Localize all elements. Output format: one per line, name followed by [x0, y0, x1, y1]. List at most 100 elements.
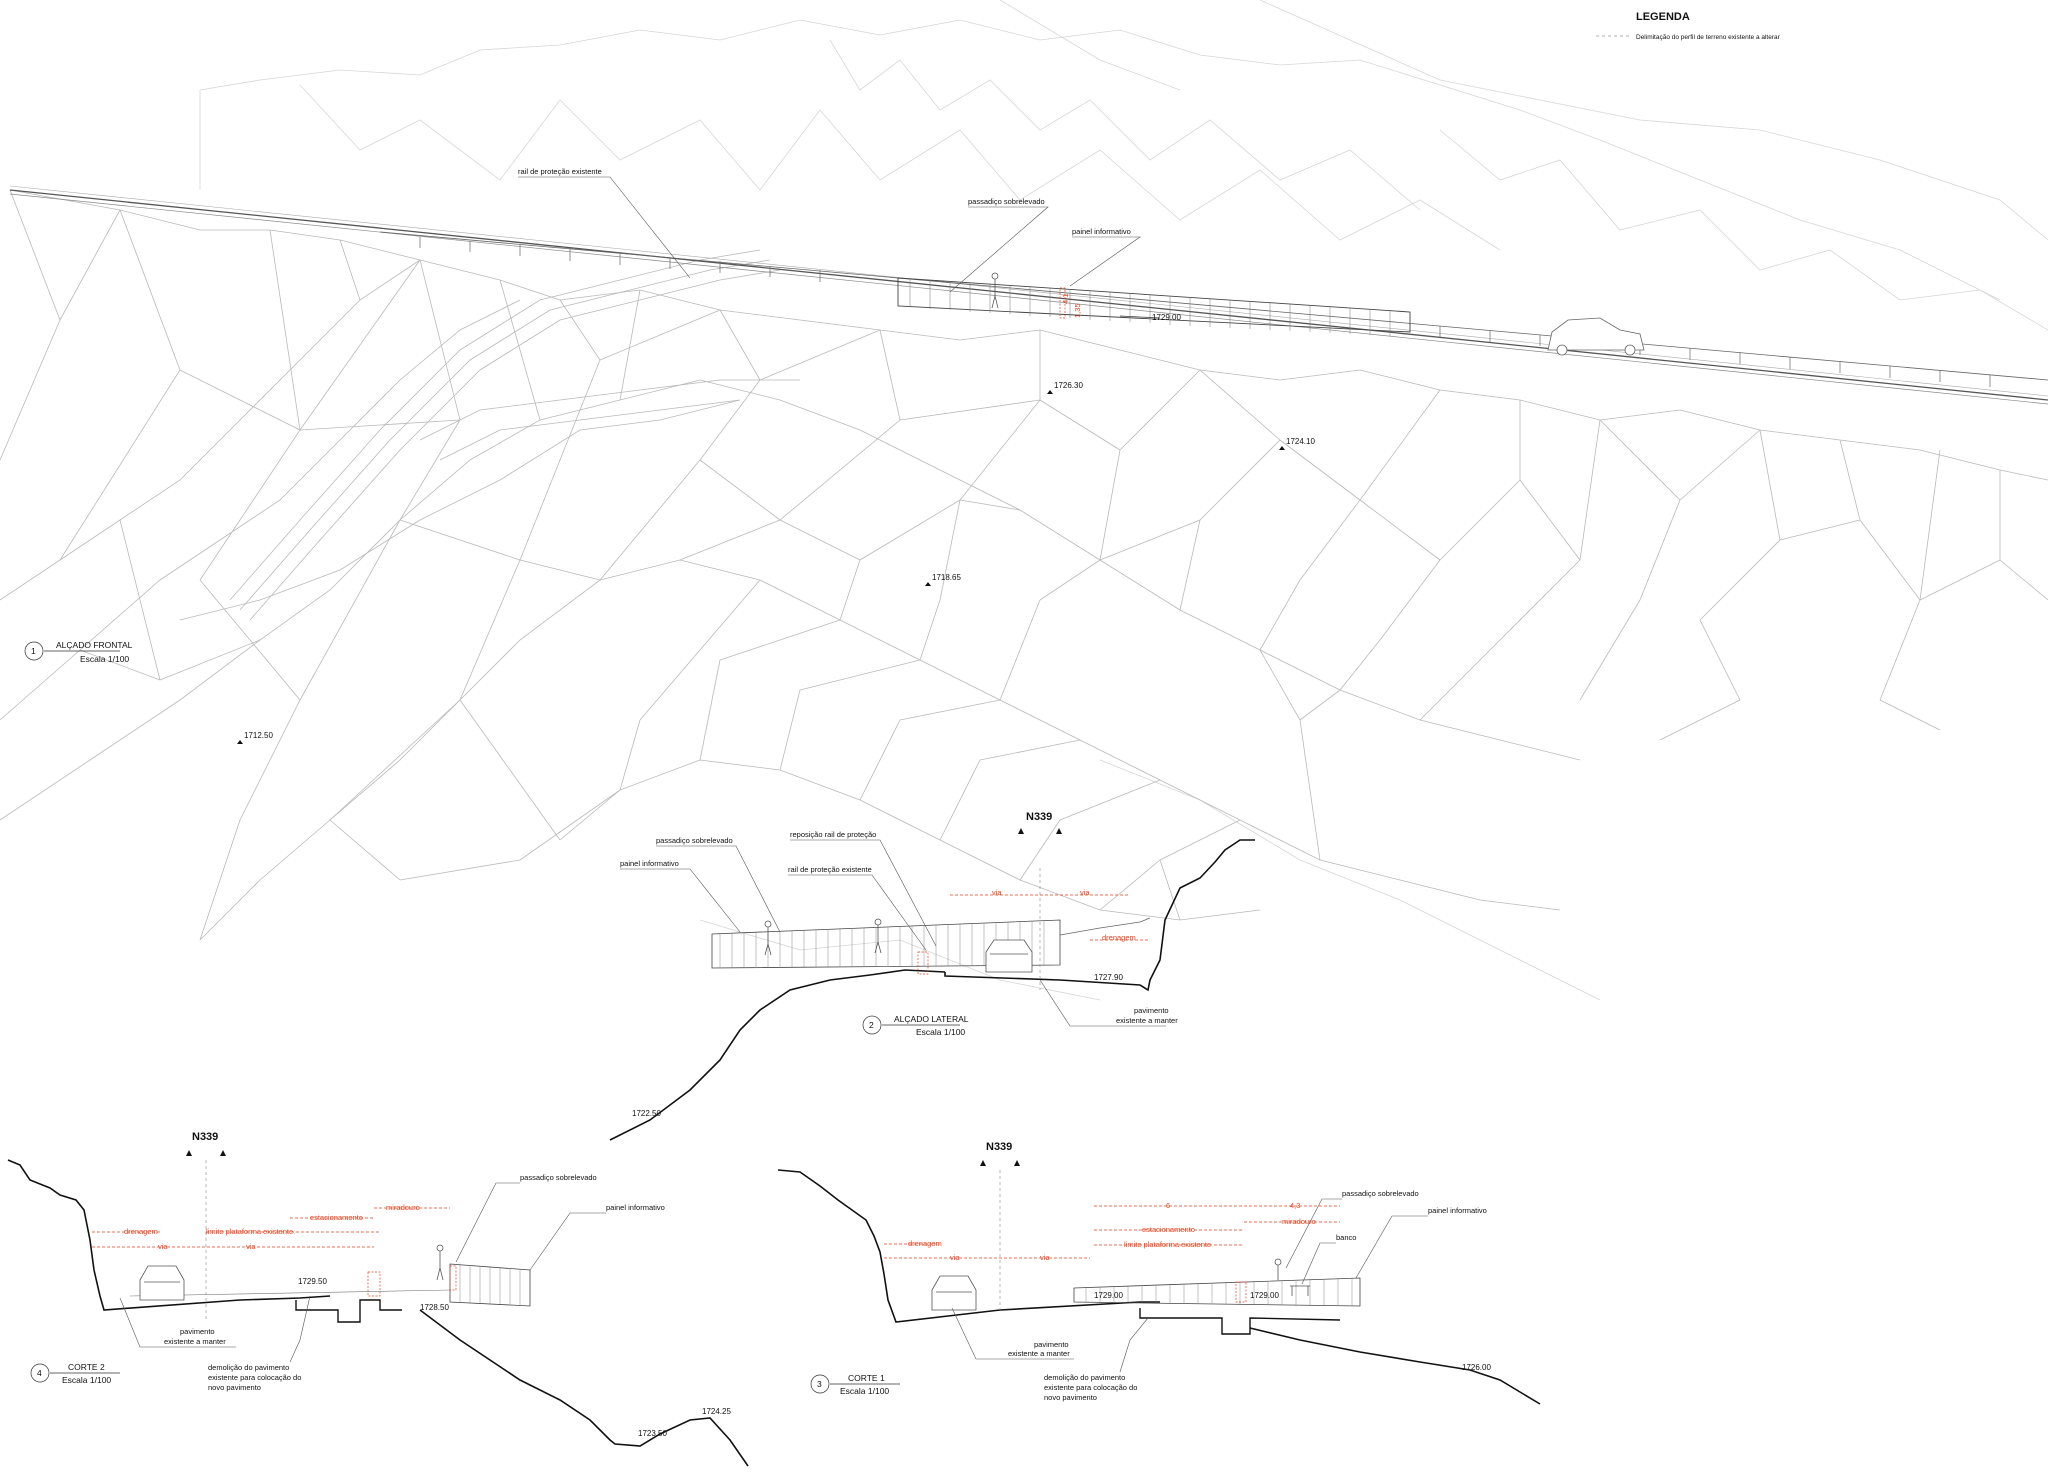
- view1-number-circle: [24, 641, 44, 661]
- view1-annotations: rail de proteção existente passadiço sob…: [237, 167, 1315, 744]
- v4-elev-1724-25: 1724.25: [702, 1407, 731, 1416]
- v3-leader-banco: [1301, 1242, 1336, 1285]
- ridge-lines: [229, 249, 800, 621]
- v3-limite: limite plataforma existente: [1124, 1240, 1211, 1249]
- view3-person: [1274, 1258, 1282, 1280]
- view3-walkway: [1073, 1277, 1361, 1307]
- view4-section: N339 drenagem limite plataforma existent…: [7, 1131, 749, 1467]
- legend-item: Delimitação do perfil de terreno existen…: [1636, 34, 1781, 41]
- walkway-railing: 4,1 1,35: [897, 272, 1411, 336]
- view3-car: [931, 1275, 977, 1311]
- view2-drenagem: drenagem: [1102, 933, 1136, 942]
- view3-number: 3: [817, 1379, 822, 1389]
- view4-person: [436, 1244, 444, 1281]
- view4-platform: [295, 1299, 402, 1323]
- v2-annot-rail: rail de proteção existente: [788, 865, 872, 874]
- v4-elev-1729-50: 1729.50: [298, 1277, 327, 1286]
- view2-elevation: N339 via via drenagem 1727.90 1722.50: [609, 811, 1255, 1141]
- view3-title: 3 CORTE 1 Escala 1/100: [810, 1373, 900, 1396]
- v3-leader-dem: [1119, 1317, 1149, 1373]
- view3-annotations: passadiço sobrelevado painel informativo…: [951, 1189, 1487, 1402]
- view2-annotations: passadiço sobrelevado painel informativo…: [620, 830, 1178, 1027]
- view3-n339: N339: [986, 1141, 1012, 1153]
- annot-passadico: passadiço sobrelevado: [968, 197, 1045, 206]
- view3-bench: [1290, 1285, 1310, 1296]
- v4-annot-passadico: passadiço sobrelevado: [520, 1173, 597, 1182]
- view2-n339: N339: [1026, 811, 1052, 823]
- annot-painel: painel informativo: [1072, 227, 1131, 236]
- v4-annot-painel: painel informativo: [606, 1203, 665, 1212]
- v3-elev-1726-00: 1726.00: [1462, 1363, 1491, 1372]
- view3-section: N339 drenagem via via 6 4,3 estacionamen…: [777, 1141, 1541, 1405]
- view1-dim-b: 1,35: [1073, 303, 1082, 318]
- v2-annot-passadico: passadiço sobrelevado: [656, 836, 733, 845]
- view4-railing-bars: [459, 1265, 521, 1305]
- v4-leader-pav: [119, 1297, 236, 1348]
- terrain-mesh: [0, 189, 2048, 941]
- elev-marker-1712: [237, 740, 243, 744]
- v3-leader-passadico: [1285, 1198, 1342, 1269]
- v4-annot-pav-1: pavimento: [180, 1327, 215, 1336]
- view2-scale: Escala 1/100: [916, 1027, 965, 1037]
- elev-marker-1724: [1279, 446, 1285, 450]
- v4-elev-1728-50: 1728.50: [420, 1303, 449, 1312]
- legend: LEGENDA Delimitação do perfil de terreno…: [1596, 11, 1781, 41]
- view4-arrow-right: [220, 1150, 226, 1156]
- view2-walkway: [711, 919, 1061, 969]
- v3-annot-dem-2: existente para colocação do: [1044, 1383, 1137, 1392]
- v3-drenagem: drenagem: [908, 1239, 942, 1248]
- view2-number: 2: [869, 1020, 874, 1030]
- v4-annot-dem-1: demolição do pavimento: [208, 1363, 289, 1372]
- view4-terrain-right: [419, 1309, 749, 1467]
- v2-leader-pav: [1039, 979, 1166, 1027]
- guard-rail-posts: [419, 237, 1991, 387]
- v4-limite: limite plataforma existente: [206, 1227, 293, 1236]
- v4-via-1: via: [158, 1242, 168, 1251]
- elev-1712-50: 1712.50: [244, 731, 273, 740]
- view1-number: 1: [31, 646, 36, 656]
- elev-marker-1726: [1047, 390, 1053, 394]
- v3-annot-dem-1: demolição do pavimento: [1044, 1373, 1125, 1382]
- view2-elev-1722-50: 1722.50: [632, 1109, 661, 1118]
- view4-n339: N339: [192, 1131, 218, 1143]
- view3-terrain-right: [1249, 1327, 1541, 1405]
- v2-annot-painel: painel informativo: [620, 859, 679, 868]
- view4-car: [139, 1265, 185, 1301]
- view3-terrain-left: [777, 1169, 1160, 1323]
- view2-terrain-right: [944, 839, 1255, 992]
- v3-annot-banco: banco: [1336, 1233, 1356, 1242]
- view1-dim-a: 4,1: [1061, 294, 1070, 304]
- v3-annot-pav-2: existente a manter: [1008, 1349, 1070, 1358]
- v4-annot-dem-2: existente para colocação do: [208, 1373, 301, 1382]
- leader-painel: [1069, 236, 1141, 287]
- v3-via-1: via: [950, 1253, 960, 1262]
- view2-car: [985, 939, 1033, 973]
- view3-red-rect: [1235, 1281, 1247, 1303]
- elev-tick-1729: [1119, 315, 1161, 319]
- annot-rail-protecao: rail de proteção existente: [518, 167, 602, 176]
- view4-terrain-left: [7, 1159, 331, 1311]
- view2-title: ALÇADO LATERAL: [894, 1014, 969, 1024]
- view2-via-2: via: [1080, 888, 1090, 897]
- person-figure: [991, 272, 999, 309]
- car-figure: [1547, 317, 1645, 356]
- view2-person: [764, 920, 772, 956]
- v4-annot-pav-2: existente a manter: [164, 1337, 226, 1346]
- view4-annotations: passadiço sobrelevado painel informativo…: [119, 1173, 665, 1392]
- view3-title: CORTE 1: [848, 1373, 885, 1383]
- view2-number-circle: [862, 1015, 882, 1035]
- view4-scale: Escala 1/100: [62, 1375, 111, 1385]
- view3-railing-bars: [1085, 1278, 1353, 1306]
- v3-leader-pav: [951, 1307, 1074, 1360]
- v4-miradouro: miradouro: [386, 1203, 420, 1212]
- v2-annot-pav-1: pavimento: [1134, 1006, 1169, 1015]
- view1-scale: Escala 1/100: [80, 654, 129, 664]
- v3-leader-painel: [1355, 1215, 1428, 1279]
- v4-leader-painel: [529, 1212, 606, 1271]
- view1-title: ALÇADO FRONTAL: [56, 640, 133, 650]
- view2-arrow-left: [1018, 828, 1024, 834]
- v2-leader-painel: [620, 868, 741, 933]
- v3-annot-pav-1: pavimento: [1034, 1340, 1069, 1349]
- v4-drenagem: drenagem: [124, 1227, 158, 1236]
